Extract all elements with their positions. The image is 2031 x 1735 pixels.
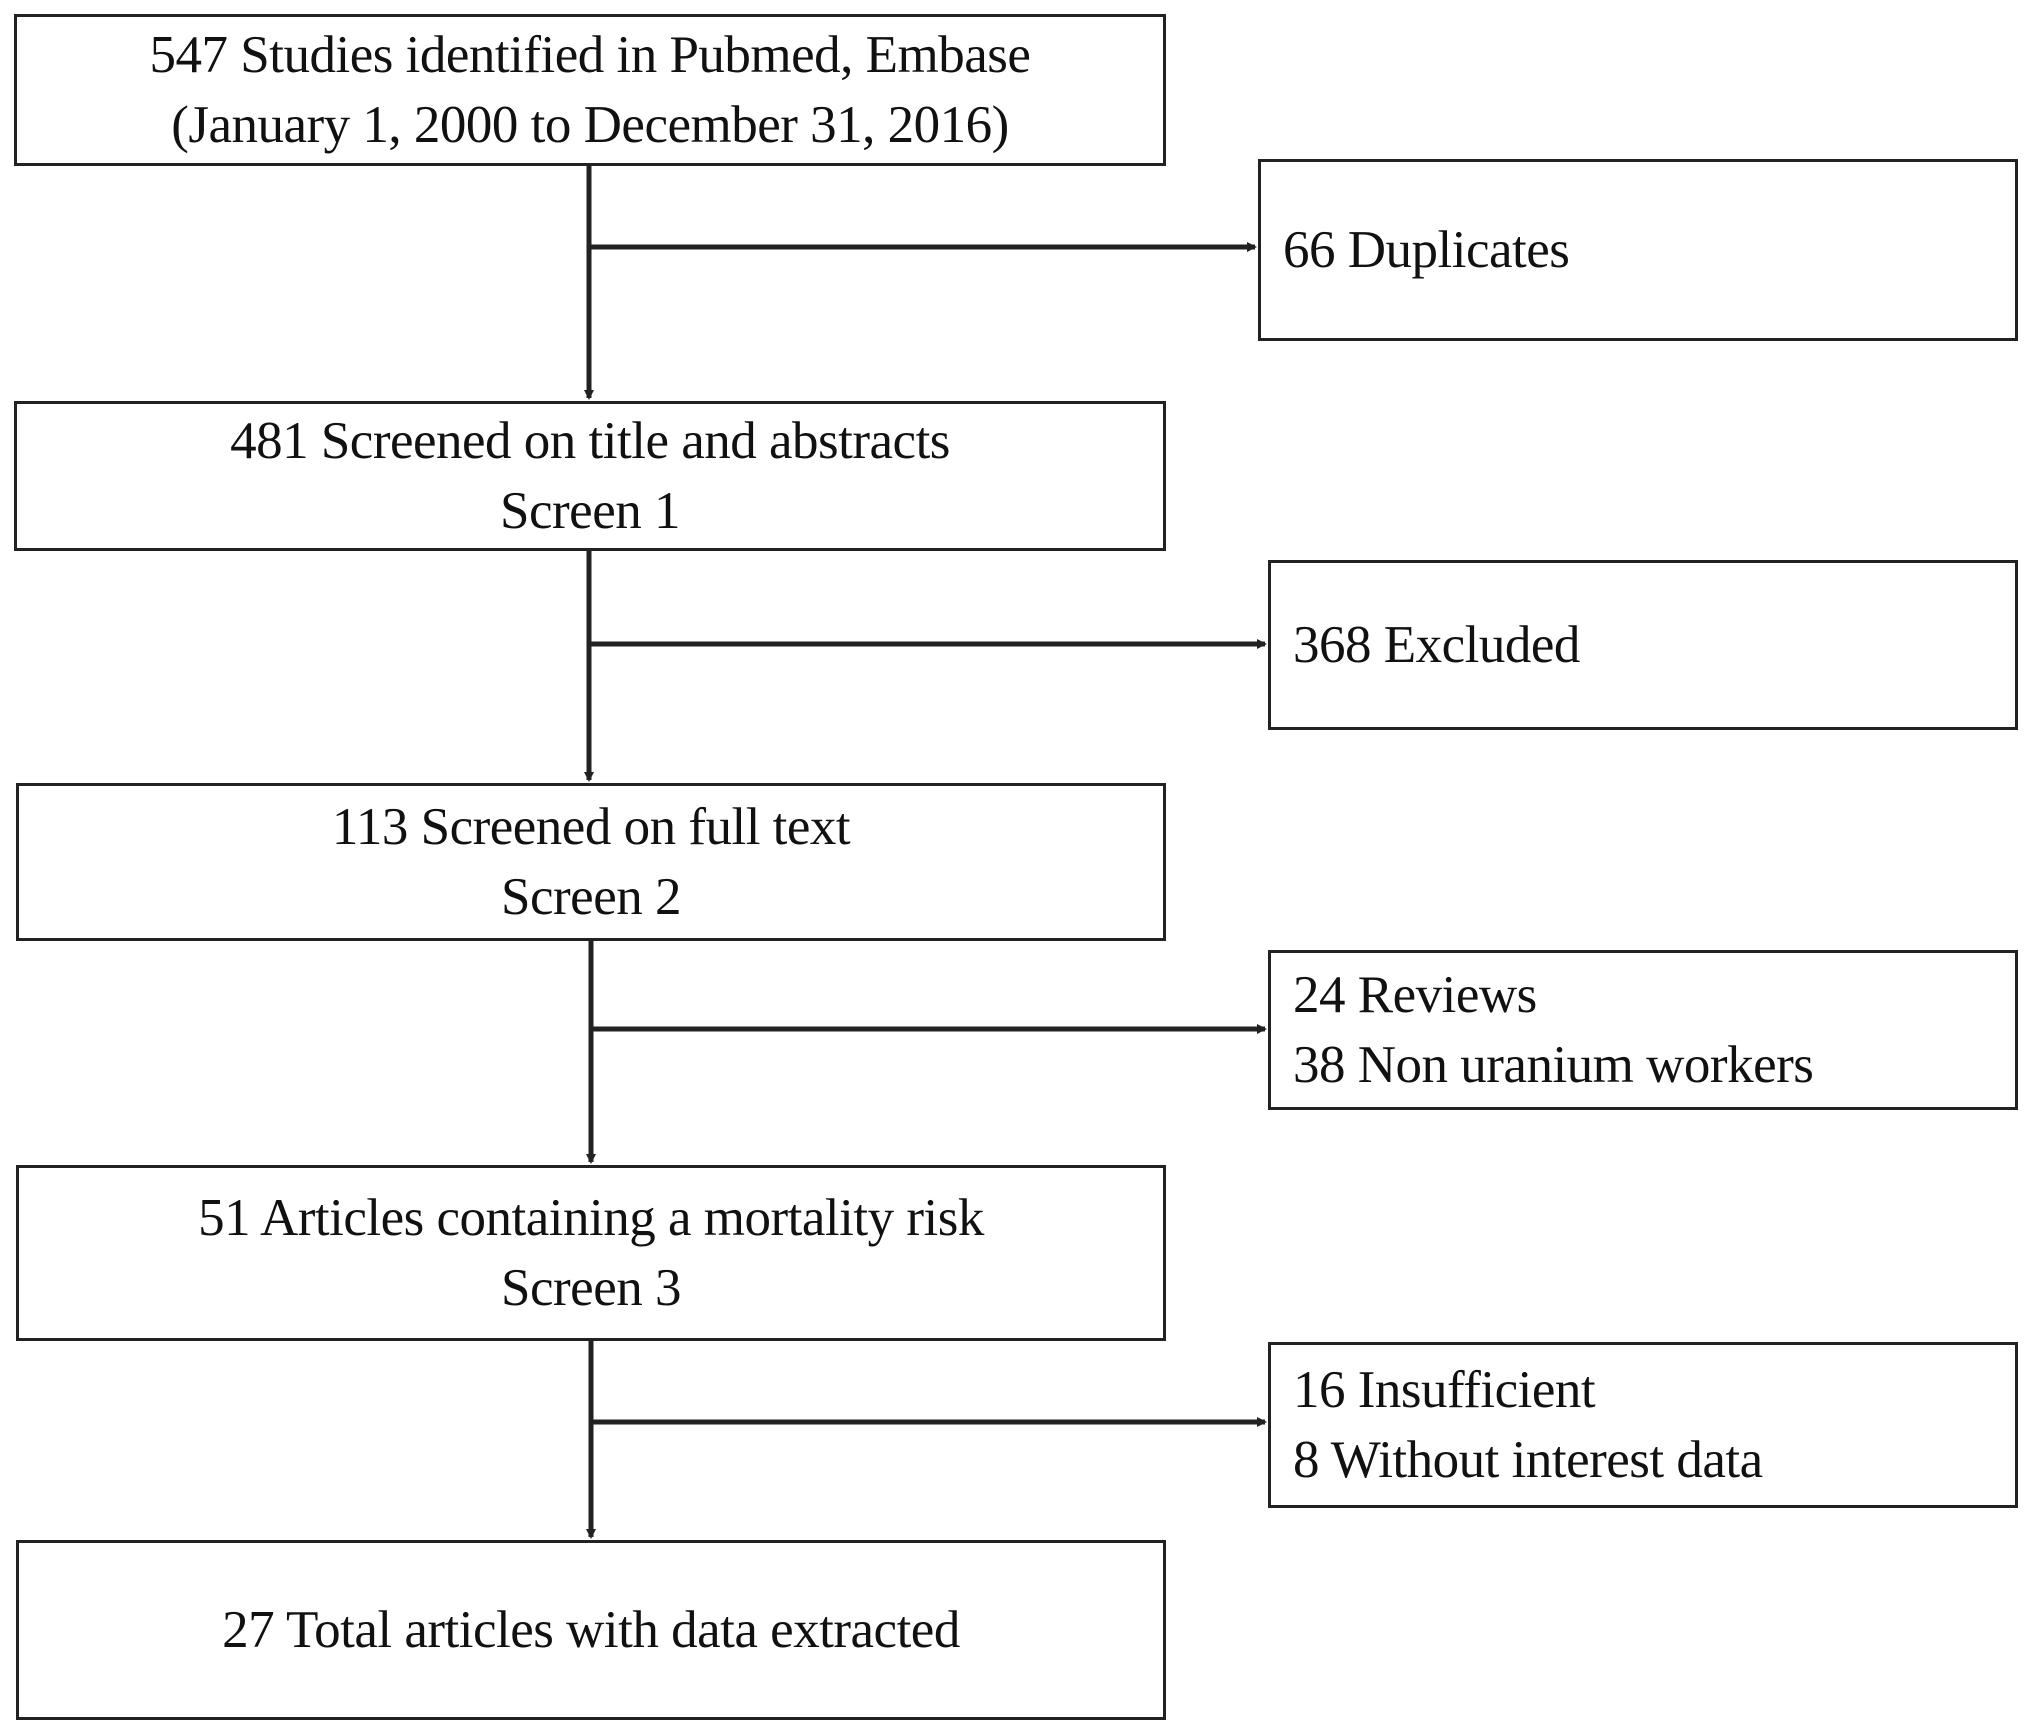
exclusion-screen-2-box: 24 Reviews 38 Non uranium workers	[1268, 950, 2018, 1110]
screen-3-label: Screen 3	[501, 1259, 681, 1317]
insufficient-text: 16 Insufficient	[1293, 1361, 1596, 1419]
exclusion-screen-3-box: 16 Insufficient 8 Without interest data	[1268, 1342, 2018, 1508]
identified-date-range-text: (January 1, 2000 to December 31, 2016)	[171, 96, 1009, 154]
included-box: 27 Total articles with data extracted	[16, 1540, 1166, 1720]
reviews-text: 24 Reviews	[1293, 966, 1537, 1024]
exclusion-screen-1-box: 368 Excluded	[1268, 560, 2018, 730]
exclusion-duplicates-box: 66 Duplicates	[1258, 159, 2018, 341]
screen-1-box: 481 Screened on title and abstracts Scre…	[14, 401, 1166, 551]
screen-2-count-text: 113 Screened on full text	[331, 798, 851, 856]
duplicates-text: 66 Duplicates	[1283, 221, 1570, 279]
included-count-text: 27 Total articles with data extracted	[222, 1601, 960, 1659]
identified-box: 547 Studies identified in Pubmed, Embase…	[14, 14, 1166, 166]
screen-2-box: 113 Screened on full text Screen 2	[16, 783, 1166, 941]
without-interest-data-text: 8 Without interest data	[1293, 1431, 1763, 1489]
non-uranium-workers-text: 38 Non uranium workers	[1293, 1036, 1814, 1094]
screen-3-box: 51 Articles containing a mortality risk …	[16, 1165, 1166, 1341]
screen-2-label: Screen 2	[501, 868, 681, 926]
screen-1-label: Screen 1	[500, 482, 680, 540]
excluded-text: 368 Excluded	[1293, 616, 1580, 674]
identified-count-text: 547 Studies identified in Pubmed, Embase	[149, 26, 1031, 84]
screen-1-count-text: 481 Screened on title and abstracts	[230, 412, 950, 470]
screen-3-count-text: 51 Articles containing a mortality risk	[198, 1189, 984, 1247]
